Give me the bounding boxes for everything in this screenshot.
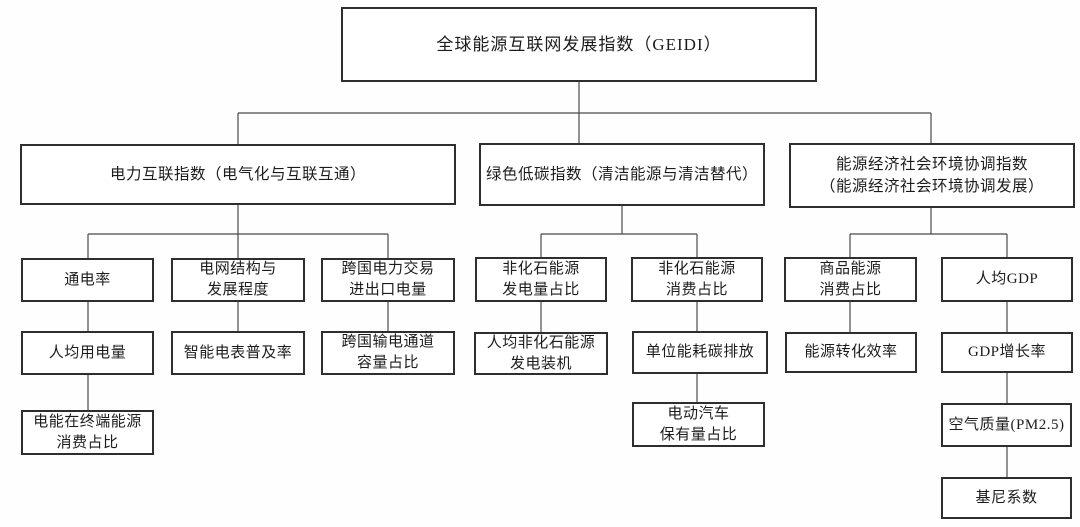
node-ev-ownership-share: 电动汽车 保有量占比 <box>632 402 765 447</box>
node-air-quality-pm25: 空气质量(PM2.5) <box>941 403 1072 447</box>
node-cross-border-power-trade: 跨国电力交易 进出口电量 <box>321 258 455 302</box>
node-non-fossil-consumption-share: 非化石能源 消费占比 <box>631 257 763 302</box>
node-smart-meter-penetration: 智能电表普及率 <box>171 331 305 375</box>
node-geidi-root: 全球能源互联网发展指数（GEIDI） <box>341 7 817 82</box>
node-per-capita-gdp: 人均GDP <box>941 257 1073 302</box>
node-green-low-carbon-index: 绿色低碳指数（清洁能源与清洁替代） <box>479 143 765 206</box>
node-per-capita-non-fossil-capacity: 人均非化石能源 发电装机 <box>474 332 608 375</box>
node-commodity-energy-consumption-share: 商品能源 消费占比 <box>784 257 917 302</box>
node-power-interconnection-index: 电力互联指数（电气化与互联互通） <box>20 144 456 205</box>
node-electrification-rate: 通电率 <box>21 258 154 302</box>
node-gini-coefficient: 基尼系数 <box>941 477 1072 519</box>
node-per-capita-electricity: 人均用电量 <box>21 331 154 375</box>
node-carbon-per-unit-energy: 单位能耗碳排放 <box>632 331 768 374</box>
node-gdp-growth-rate: GDP增长率 <box>941 332 1073 373</box>
node-non-fossil-generation-share: 非化石能源 发电量占比 <box>475 257 607 302</box>
node-grid-structure-development: 电网结构与 发展程度 <box>171 258 305 302</box>
node-energy-economy-coordination-index: 能源经济社会环境协调指数 （能源经济社会环境协调发展） <box>789 143 1075 208</box>
node-energy-conversion-efficiency: 能源转化效率 <box>785 332 917 373</box>
node-cross-border-channel-capacity: 跨国输电通道 容量占比 <box>321 331 455 375</box>
node-terminal-electricity-share: 电能在终端能源 消费占比 <box>21 410 154 455</box>
